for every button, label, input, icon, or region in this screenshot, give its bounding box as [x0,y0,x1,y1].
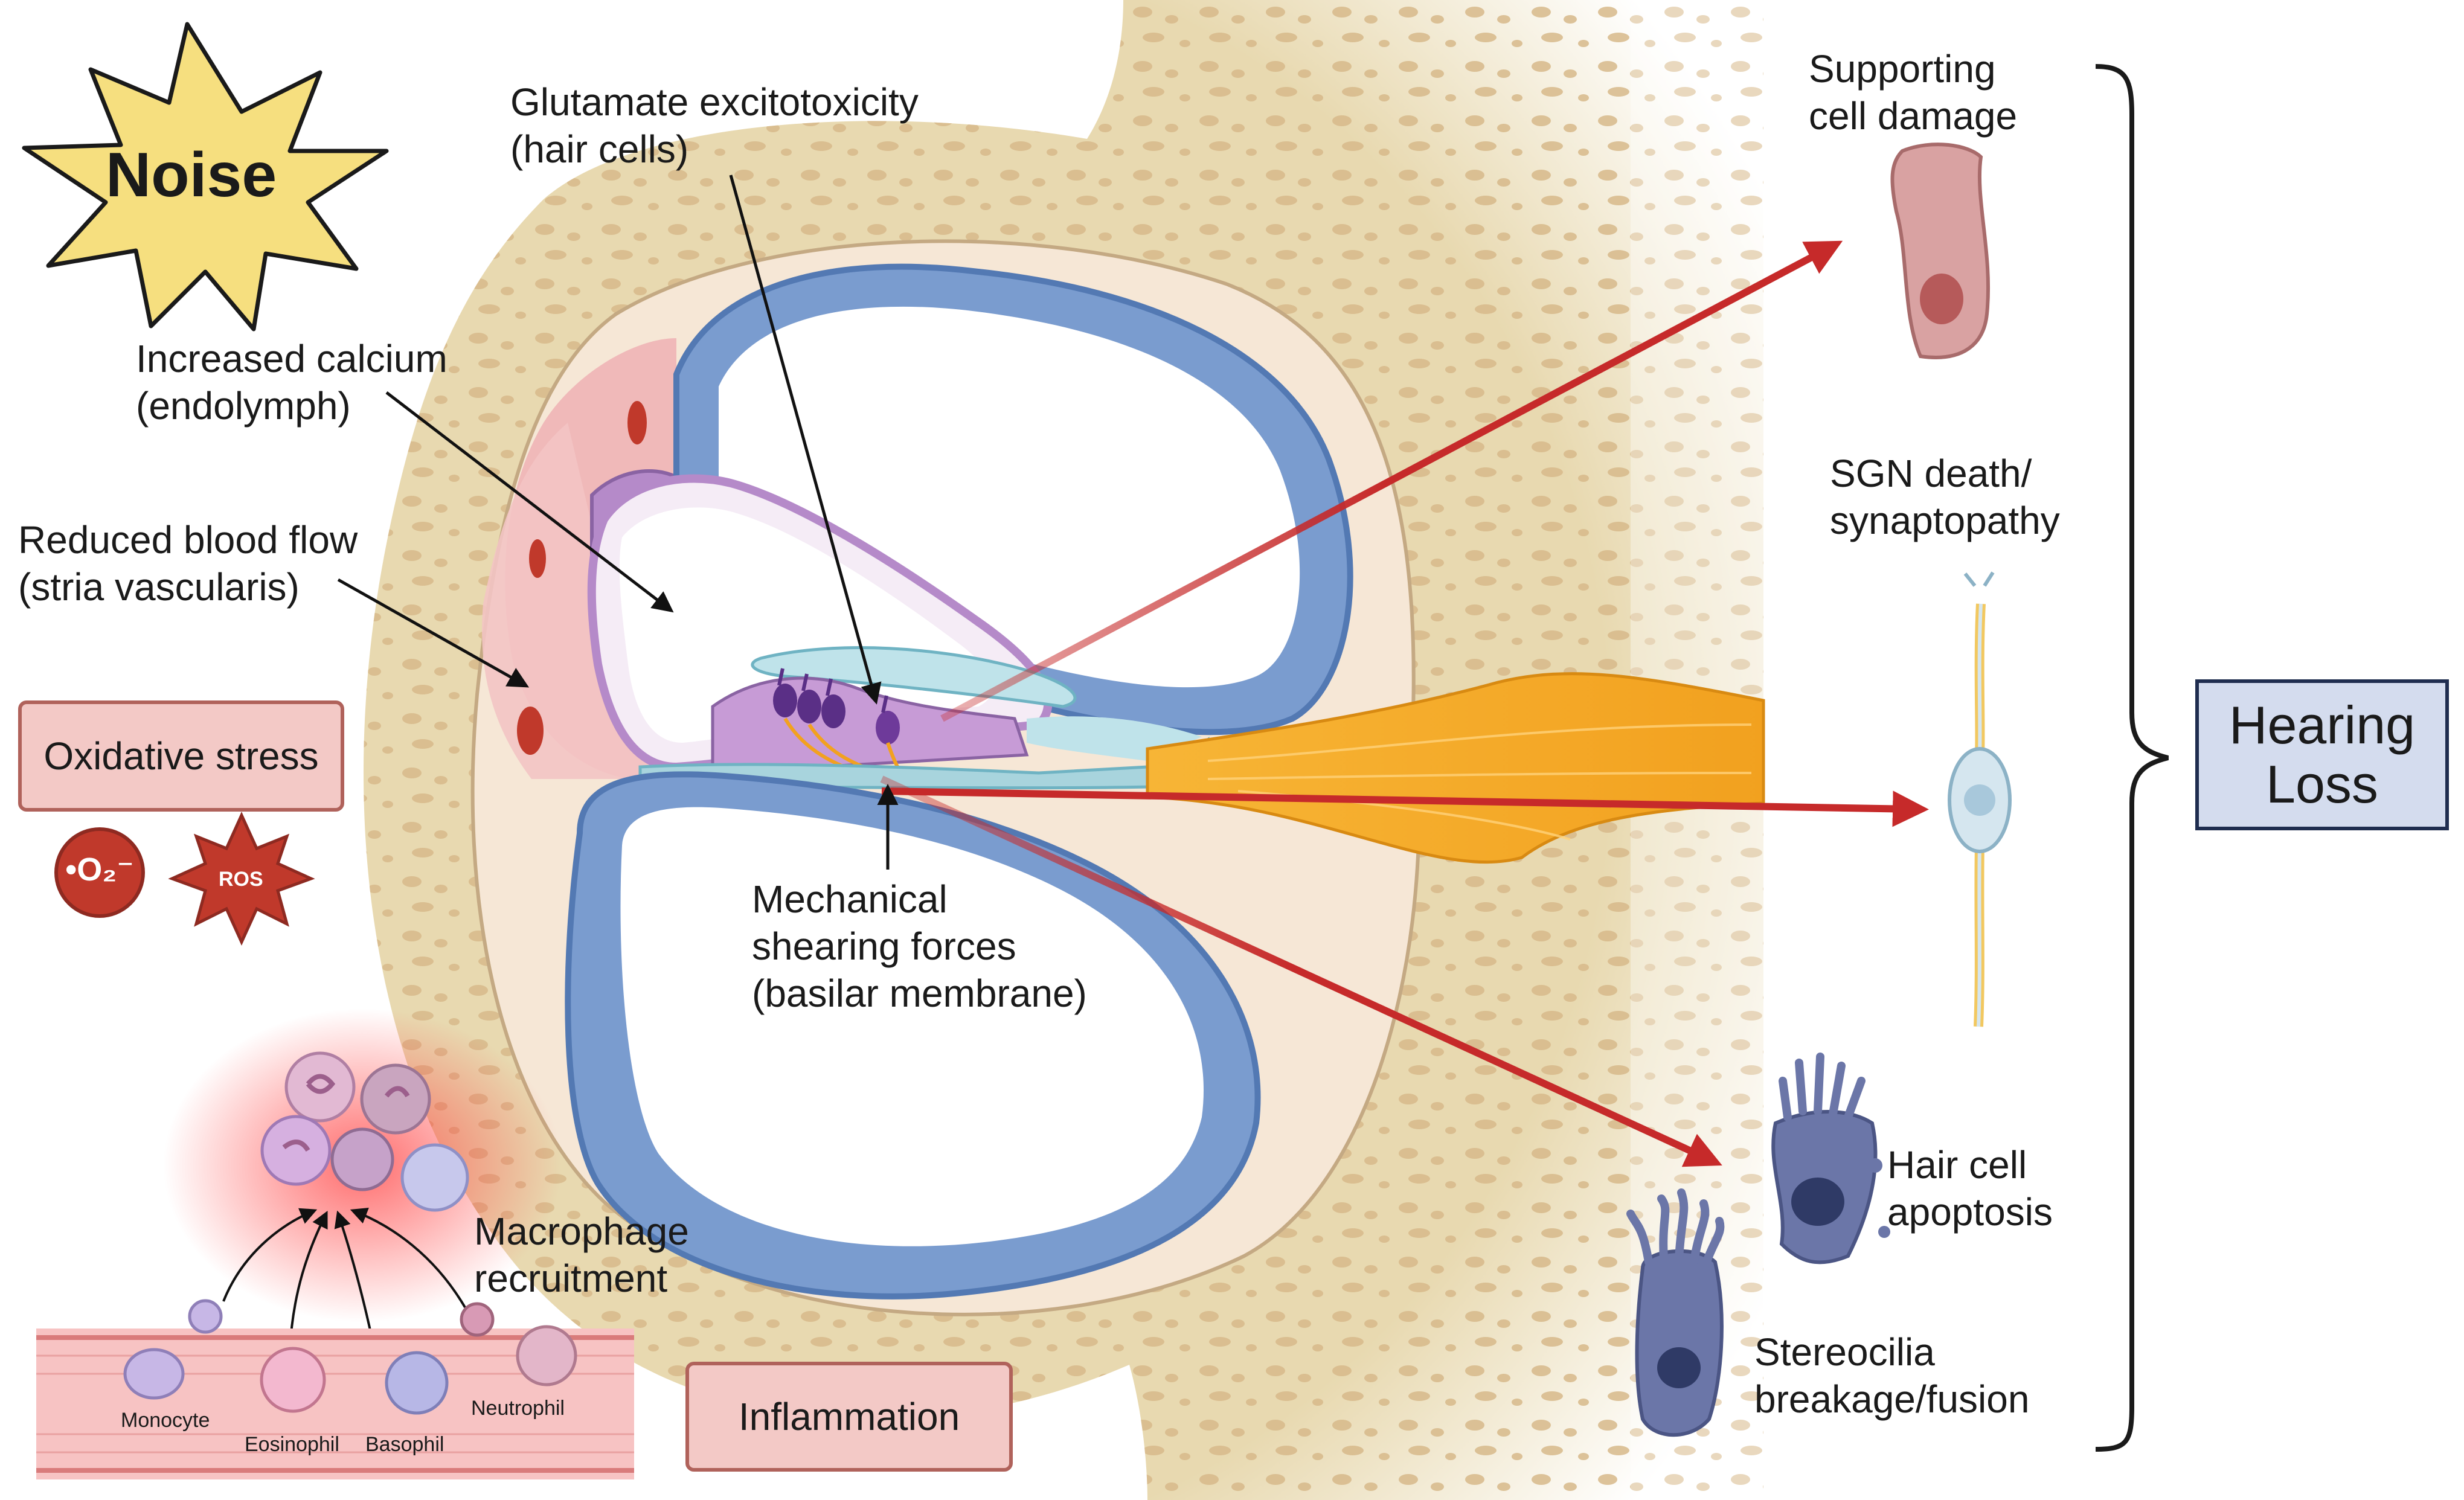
reduced-blood-flow-label: Reduced blood flow (stria vascularis) [18,518,358,609]
sgn-neuron-icon [1948,571,2012,1027]
supporting-cell-damage-label: Supporting cell damage [1809,47,2018,138]
arrow-to-sgn [881,787,1929,827]
arrow-to-hair-cell [880,775,1722,1167]
basophil-label: Basophil [365,1433,444,1456]
superoxide-icon [54,827,145,918]
monocyte-label: Monocyte [121,1409,210,1432]
superoxide-label: •O₂⁻ [65,851,134,888]
label-pointers [337,175,899,870]
recruited-immune-cells [260,1051,469,1212]
apoptotic-hair-cell-icon [1771,1053,1890,1264]
mechanical-shearing-label: Mechanical shearing forces (basilar memb… [752,877,1087,1015]
supporting-cell-icon [1890,143,1990,359]
increased-calcium-label: Increased calcium (endolymph) [136,337,448,428]
hair-cells [773,668,900,745]
sgn-death-label: SGN death/ synaptopathy [1830,452,2060,542]
outcomes-bracket [2095,64,2169,1452]
arrow-to-supporting-cell [940,240,1843,722]
eosinophil-label: Eosinophil [245,1433,339,1456]
inflammation-box: Inflammation [685,1362,1013,1472]
glutamate-excitotoxicity-label: Glutamate excitotoxicity (hair cells) [510,80,919,171]
noise-starburst [22,22,389,332]
hair-cell-apoptosis-label: Hair cell apoptosis [1887,1143,2053,1234]
ros-burst-icon [168,811,315,946]
noise-label: Noise [106,140,277,210]
ros-label: ROS [219,868,263,891]
oxidative-stress-box: Oxidative stress [18,700,344,812]
hearing-loss-box: Hearing Loss [2195,679,2449,830]
macrophage-recruitment-label: Macrophage recruitment [474,1210,689,1300]
blood-vessel-strip [36,1299,634,1479]
blood-vessel [627,401,647,444]
neutrophil-label: Neutrophil [471,1397,565,1420]
stereocilia-hair-cell-icon [1626,1188,1725,1437]
stereocilia-breakage-label: Stereocilia breakage/fusion [1754,1330,2030,1421]
